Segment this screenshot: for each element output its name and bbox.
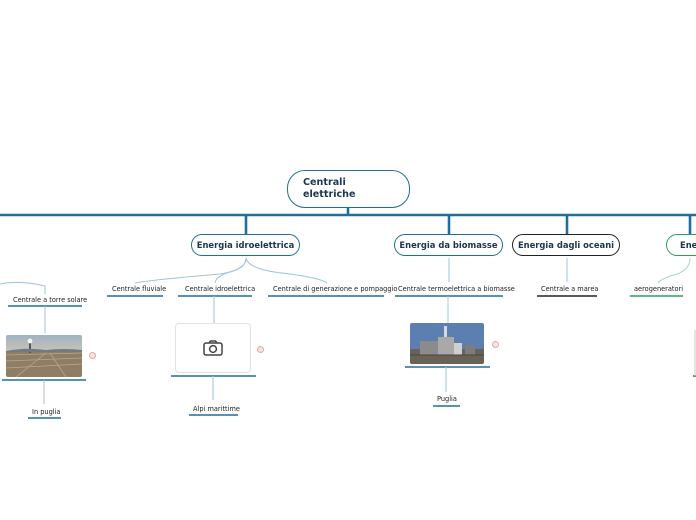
river-connector bbox=[134, 257, 247, 284]
root-node[interactable]: Centrali elettriche bbox=[287, 170, 410, 208]
root-title-line1: Centrali bbox=[303, 177, 346, 188]
biomass-image-dot[interactable] bbox=[492, 341, 499, 348]
solar-connector bbox=[0, 281, 46, 294]
branch-hydro[interactable]: Energia idroelettrica bbox=[191, 234, 300, 256]
branch-wind-label: Ener bbox=[680, 240, 696, 250]
branch-biomass[interactable]: Energia da biomasse bbox=[394, 234, 503, 256]
leaf-wind-gen[interactable]: aerogeneratori bbox=[634, 285, 684, 293]
hydro-image-placeholder[interactable] bbox=[175, 323, 251, 373]
leaf-alpi[interactable]: Alpi marittime bbox=[193, 405, 240, 413]
wind-connector bbox=[657, 257, 691, 284]
leaf-in-puglia[interactable]: In puglia bbox=[32, 408, 61, 416]
leaf-hydro-plant[interactable]: Centrale idroelettrica bbox=[185, 285, 256, 293]
leaf-puglia[interactable]: Puglia bbox=[437, 395, 457, 403]
leaf-biomass-plant[interactable]: Centrale termoelettrica a biomasse bbox=[398, 285, 515, 293]
leaf-pumped[interactable]: Centrale di generazione e pompaggio bbox=[273, 285, 398, 293]
solar-image-dot[interactable] bbox=[89, 352, 96, 359]
camera-icon bbox=[203, 340, 223, 356]
biomass-plant-image[interactable] bbox=[410, 323, 484, 364]
leaf-solar-tower[interactable]: Centrale a torre solare bbox=[13, 296, 88, 304]
pumped-connector bbox=[245, 257, 328, 284]
solar-tower-image[interactable] bbox=[6, 335, 82, 377]
branch-wind[interactable]: Ener bbox=[666, 234, 696, 256]
leaf-river[interactable]: Centrale fluviale bbox=[112, 285, 167, 293]
leaf-tidal[interactable]: Centrale a marea bbox=[541, 285, 599, 293]
hydro-image-dot[interactable] bbox=[257, 346, 264, 353]
root-title-line2: elettriche bbox=[303, 189, 356, 200]
branch-ocean[interactable]: Energia dagli oceani bbox=[512, 234, 620, 256]
hydroplant-connector bbox=[214, 257, 247, 284]
